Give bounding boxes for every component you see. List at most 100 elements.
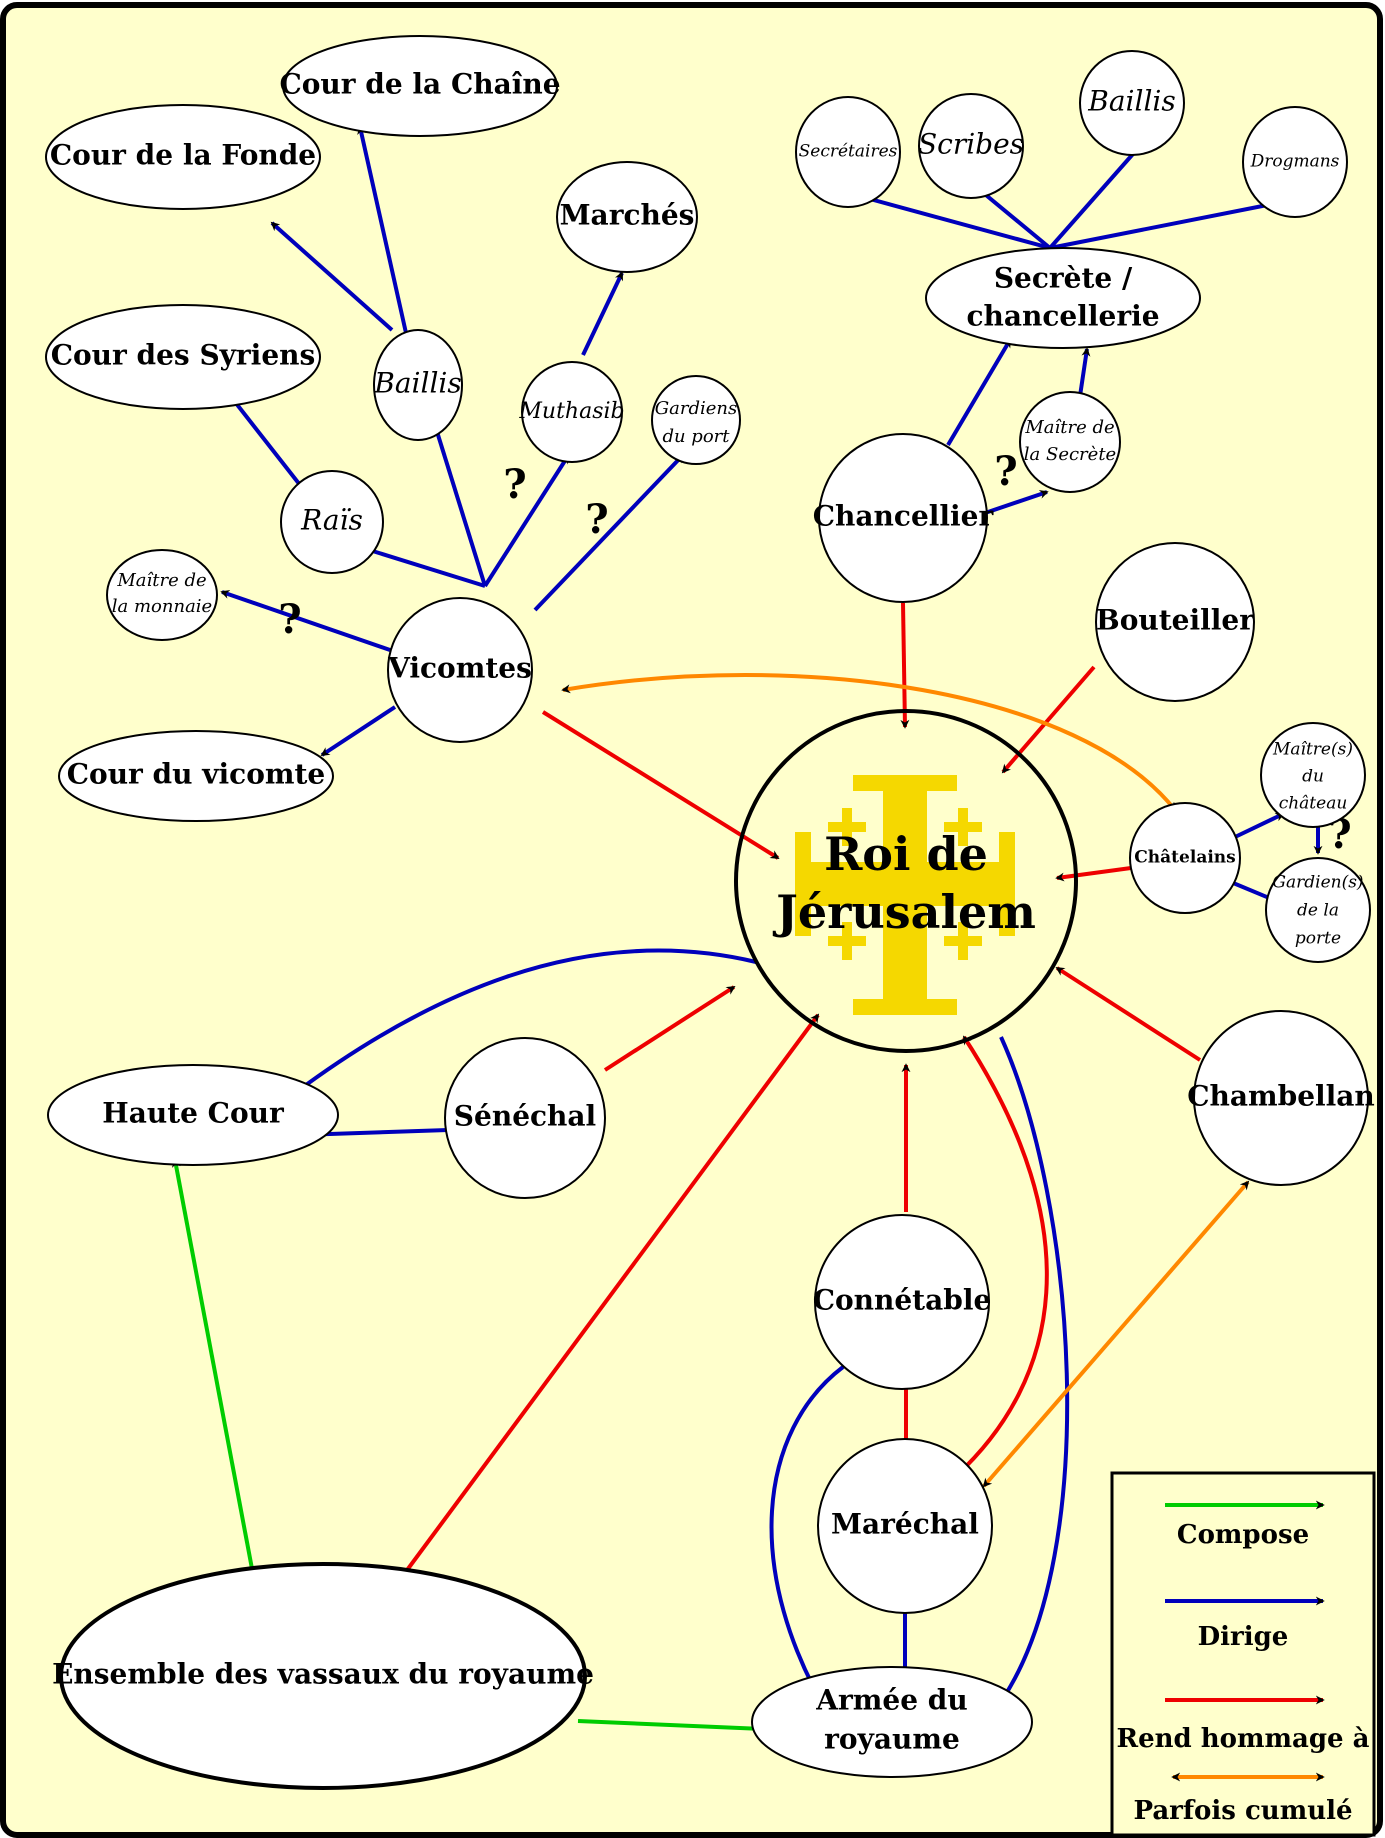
node-roi: Roi de Jérusalem	[734, 709, 1078, 1053]
maitres-chateau-label: du	[1302, 767, 1324, 787]
maitre-secrete-label: la Secrète	[1024, 444, 1116, 465]
haute-cour-label: Haute Cour	[102, 1097, 285, 1130]
roi-circle	[734, 709, 1078, 1053]
maitres-chateau-label: château	[1279, 794, 1348, 814]
gardiens-porte-label: de la	[1297, 901, 1339, 921]
marches-label: Marchés	[560, 199, 695, 232]
edge-secrete-secretaires	[857, 193, 1051, 250]
edge-baillis-cour-fonde	[270, 221, 394, 332]
edge-secrete-baillis	[1048, 144, 1142, 250]
secretaires-label: Secrétaires	[799, 142, 898, 162]
node-haute-cour: Haute Cour	[47, 1064, 339, 1166]
node-marechal: Maréchal	[817, 1438, 993, 1614]
edge-rais-cour-syriens	[226, 391, 302, 487]
legend: Compose Dirige Rend hommage à Parfois cu…	[1110, 1471, 1376, 1837]
diagram-edges	[171, 125, 1323, 1735]
node-baillis-vicomte: Baillis	[373, 329, 463, 441]
bouteiller-label: Bouteiller	[1096, 604, 1255, 637]
node-armee: Armée du royaume	[751, 1666, 1033, 1778]
node-secrete: Secrète / chancellerie	[925, 247, 1201, 349]
question-marks: ? ? ? ? ?	[278, 448, 1351, 858]
edge-connetable-armee	[769, 1365, 845, 1724]
scribes-label: Scribes	[918, 128, 1024, 161]
node-gardiens-port: Gardiens du port	[651, 375, 741, 465]
node-cour-syriens: Cour des Syriens	[45, 304, 321, 410]
node-connetable: Connétable	[813, 1214, 991, 1390]
chambellan-label: Chambellan	[1187, 1080, 1375, 1113]
cour-syriens-label: Cour des Syriens	[51, 339, 316, 372]
gardiens-port-label: du port	[662, 426, 730, 447]
edge-chambellan-roi	[1055, 966, 1202, 1062]
legend-cumule-label: Parfois cumulé	[1133, 1796, 1352, 1826]
edge-muthasib-marches	[581, 271, 624, 356]
edge-vicomtes-cour-vicomte	[320, 705, 397, 757]
maitre-monnaie-label: la monnaie	[112, 596, 212, 617]
edge-chancellier-roi	[900, 602, 910, 729]
edge-vicomtes-chatelains	[561, 673, 1177, 812]
edge-chancellier-maitre-secrete	[984, 490, 1049, 515]
node-bouteiller: Bouteiller	[1095, 542, 1255, 702]
chancellier-label: Chancellier	[813, 500, 995, 533]
node-vassaux: Ensemble des vassaux du royaume	[52, 1562, 594, 1790]
node-cour-chaine: Cour de la Chaîne	[279, 35, 561, 137]
edge-roi-haute-cour	[293, 948, 757, 1095]
maitre-monnaie-label: Maître de	[116, 570, 206, 591]
cour-fonde-label: Cour de la Fonde	[50, 139, 316, 172]
edge-vicomtes-baillis	[431, 420, 487, 587]
edge-maitre-secrete-secrete	[1078, 347, 1091, 397]
edge-vicomtes-maitre-monnaie	[220, 590, 391, 652]
baillis-vicomte-label: Baillis	[373, 367, 461, 400]
question-mark: ?	[994, 448, 1017, 495]
node-maitre-secrete: Maître de la Secrète	[1019, 391, 1121, 493]
gardiens-port-label: Gardiens	[655, 398, 737, 419]
rais-label: Raïs	[300, 504, 363, 537]
node-gardiens-porte: Gardien(s) de la porte	[1265, 857, 1371, 963]
baillis-secrete-label: Baillis	[1087, 85, 1175, 118]
node-chatelains: Châtelains	[1129, 802, 1241, 914]
roi-label: Roi de	[824, 827, 988, 881]
cour-chaine-label: Cour de la Chaîne	[279, 68, 560, 101]
legend-compose-label: Compose	[1177, 1520, 1309, 1550]
node-muthasib: Muthasib	[518, 361, 625, 463]
maitre-secrete-label: Maître de	[1024, 417, 1114, 438]
edge-chatelains-maitres-chateau	[1234, 812, 1285, 839]
question-mark: ?	[585, 496, 608, 543]
node-chambellan: Chambellan	[1187, 1010, 1375, 1186]
edge-chatelains-roi	[1055, 866, 1132, 882]
maitres-chateau-label: Maître(s)	[1272, 740, 1353, 760]
gardiens-porte-label: porte	[1295, 929, 1341, 949]
armee-label: Armée du	[815, 1684, 967, 1717]
diagram-nodes: Roi de Jérusalem Cour de la Chaîne Cour …	[45, 35, 1375, 1790]
legend-dirige-label: Dirige	[1198, 1622, 1289, 1652]
node-scribes: Scribes	[918, 93, 1024, 199]
node-cour-fonde: Cour de la Fonde	[45, 104, 321, 210]
vicomtes-label: Vicomtes	[387, 652, 532, 685]
vassaux-label: Ensemble des vassaux du royaume	[52, 1658, 594, 1691]
question-mark: ?	[278, 596, 301, 643]
node-baillis-secrete: Baillis	[1079, 50, 1185, 156]
edge-senechal-roi	[603, 985, 736, 1072]
node-maitres-chateau: Maître(s) du château	[1260, 722, 1366, 828]
node-secretaires: Secrétaires	[795, 96, 901, 208]
node-chancellier: Chancellier	[813, 433, 995, 603]
node-drogmans: Drogmans	[1242, 106, 1348, 218]
drogmans-label: Drogmans	[1250, 152, 1340, 172]
question-mark: ?	[503, 461, 526, 508]
edge-vicomtes-gardiens-port	[533, 453, 685, 612]
edge-vassaux-roi	[394, 1013, 820, 1587]
node-marches: Marchés	[556, 161, 698, 273]
edge-vassaux-haute-cour	[171, 1158, 258, 1591]
secrete-label: chancellerie	[966, 300, 1159, 333]
node-cour-vicomte: Cour du vicomte	[58, 730, 334, 822]
node-senechal: Sénéchal	[444, 1037, 606, 1199]
edge-secrete-drogmans	[1049, 195, 1300, 250]
edge-vassaux-armee	[577, 1719, 788, 1735]
gardiens-porte-label: Gardien(s)	[1272, 873, 1363, 893]
muthasib-label: Muthasib	[518, 399, 624, 424]
edge-chambellan-marechal	[982, 1180, 1250, 1488]
chatelains-label: Châtelains	[1134, 848, 1235, 868]
marechal-label: Maréchal	[831, 1508, 979, 1541]
edge-vicomtes-rais	[361, 545, 486, 588]
secrete-label: Secrète /	[994, 262, 1133, 295]
